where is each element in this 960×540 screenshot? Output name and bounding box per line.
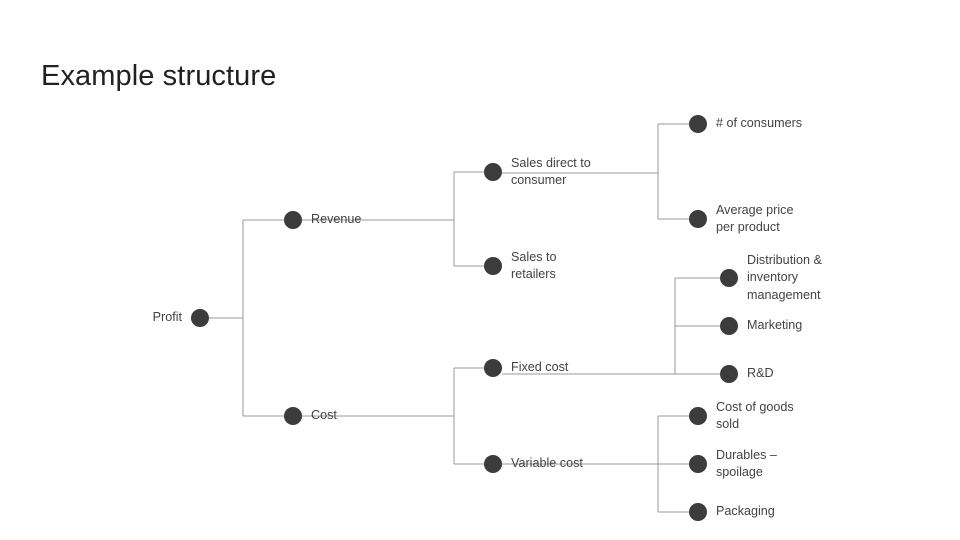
node-label-rd: R&D [747, 366, 774, 381]
node-label-distribution-inventory: Distribution & inventory management [747, 252, 822, 302]
tree-node-distribution-inventory[interactable] [720, 269, 738, 287]
tree-node-average-price[interactable] [689, 210, 707, 228]
tree-node-marketing[interactable] [720, 317, 738, 335]
page-title: Example structure [41, 60, 277, 92]
node-label-packaging: Packaging [716, 504, 775, 519]
node-label-sales-retailers: Sales to retailers [511, 249, 557, 281]
node-label-revenue: Revenue [311, 212, 362, 227]
node-label-durables-spoilage: Durables – spoilage [716, 447, 777, 479]
tree-node-cost[interactable] [284, 407, 302, 425]
tree-node-revenue[interactable] [284, 211, 302, 229]
node-label-profit: Profit [152, 310, 182, 325]
node-label-num-consumers: # of consumers [716, 116, 803, 131]
tree-node-sales-direct[interactable] [484, 163, 502, 181]
tree-node-rd[interactable] [720, 365, 738, 383]
node-label-sales-direct: Sales direct to consumer [511, 155, 591, 187]
tree-node-profit[interactable] [191, 309, 209, 327]
tree-node-num-consumers[interactable] [689, 115, 707, 133]
node-label-marketing: Marketing [747, 318, 803, 333]
tree-node-variable-cost[interactable] [484, 455, 502, 473]
tree-node-packaging[interactable] [689, 503, 707, 521]
node-label-fixed-cost: Fixed cost [511, 360, 569, 375]
tree-node-cost-of-goods[interactable] [689, 407, 707, 425]
node-label-average-price: Average price per product [716, 202, 794, 234]
tree-node-durables-spoilage[interactable] [689, 455, 707, 473]
tree-node-fixed-cost[interactable] [484, 359, 502, 377]
tree-node-sales-retailers[interactable] [484, 257, 502, 275]
node-label-variable-cost: Variable cost [511, 456, 583, 471]
node-label-cost-of-goods: Cost of goods sold [716, 399, 794, 431]
node-label-cost: Cost [311, 408, 337, 423]
